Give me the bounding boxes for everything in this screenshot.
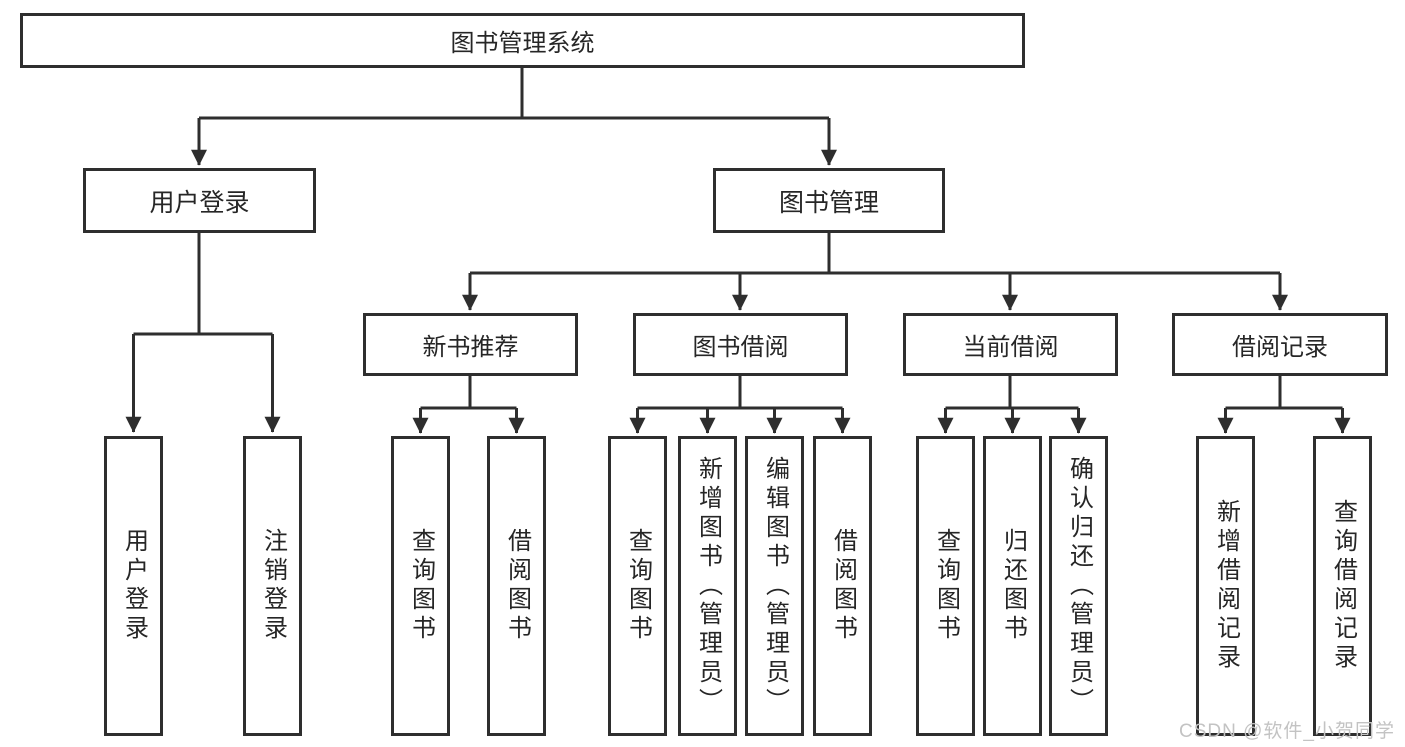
connector-book-borrow-to-leaves [629, 376, 851, 434]
leaf-query-borrow-record: 查询借阅记录 [1313, 436, 1372, 736]
leaf-current-query-books: 查询图书 [916, 436, 975, 736]
connector-user-login-to-leaves [125, 233, 281, 433]
node-label: 用户登录 [149, 188, 250, 217]
csdn-watermark: CSDN @软件_小贺同学 [1179, 721, 1395, 742]
leaf-borrow-books: 借阅图书 [813, 436, 872, 736]
leaf-add-book-admin: 新增图书（管理员） [678, 436, 737, 736]
node-borrow-records: 借阅记录 [1172, 313, 1388, 376]
node-label: 图书借阅 [692, 334, 789, 361]
node-label: 查询图书 [407, 528, 435, 644]
connector-root-to-level2 [191, 68, 837, 166]
connector-borrow-records-to-leaves [1217, 376, 1351, 434]
node-label: 借阅图书 [829, 528, 857, 644]
leaf-edit-book-admin: 编辑图书（管理员） [745, 436, 804, 736]
node-label: 查询图书 [624, 528, 652, 644]
node-label: 确认归还（管理员） [1065, 455, 1093, 717]
connector-book-management-to-level3 [462, 233, 1288, 311]
leaf-add-borrow-record: 新增借阅记录 [1196, 436, 1255, 736]
node-label: 查询图书 [932, 528, 960, 644]
connector-current-borrow-to-leaves [937, 376, 1087, 434]
node-label: 借阅图书 [503, 528, 531, 644]
leaf-logout: 注销登录 [243, 436, 302, 736]
connector-new-book-recommend-to-leaves [412, 376, 525, 434]
leaf-recommend-borrow-books: 借阅图书 [487, 436, 546, 736]
node-label: 查询借阅记录 [1329, 499, 1357, 673]
node-label: 当前借阅 [962, 334, 1059, 361]
node-label: 注销登录 [259, 528, 287, 644]
leaf-confirm-return-admin: 确认归还（管理员） [1049, 436, 1108, 736]
node-label: 编辑图书（管理员） [761, 455, 789, 717]
node-label: 新书推荐 [422, 334, 519, 361]
node-book-management: 图书管理 [713, 168, 945, 233]
node-new-book-recommend: 新书推荐 [363, 313, 578, 376]
node-label: 新增借阅记录 [1212, 499, 1240, 673]
node-label: 归还图书 [999, 528, 1027, 644]
leaf-recommend-query-books: 查询图书 [391, 436, 450, 736]
node-user-login: 用户登录 [83, 168, 316, 233]
node-book-borrow: 图书借阅 [633, 313, 848, 376]
node-label: 用户登录 [120, 528, 148, 644]
node-current-borrow: 当前借阅 [903, 313, 1118, 376]
node-library-management-system: 图书管理系统 [20, 13, 1025, 68]
leaf-return-books: 归还图书 [983, 436, 1042, 736]
node-label: 图书管理系统 [450, 30, 595, 57]
node-label: 图书管理 [778, 188, 879, 217]
leaf-user-login: 用户登录 [104, 436, 163, 736]
leaf-borrow-query-books: 查询图书 [608, 436, 667, 736]
node-label: 新增图书（管理员） [694, 455, 722, 717]
node-label: 借阅记录 [1232, 334, 1328, 361]
